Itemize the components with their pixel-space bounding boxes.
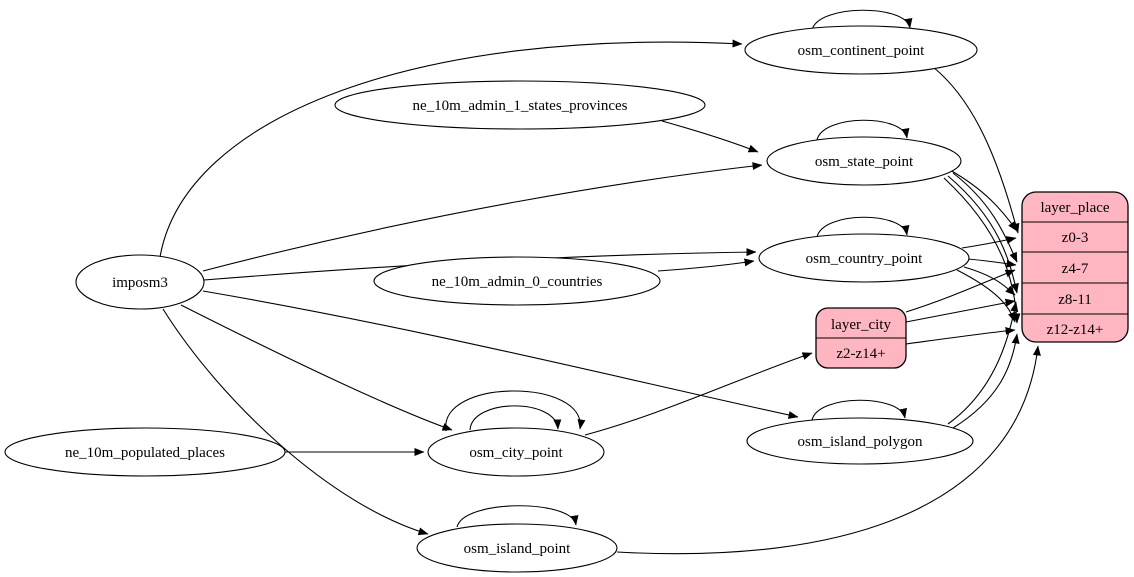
layer-place-title: layer_place [1040, 200, 1109, 216]
edge-ne-countries-country [657, 258, 755, 272]
edge-island-point-z12-z14 [616, 345, 1041, 555]
edge-imposm3-island-polygon [202, 290, 799, 419]
edge-island-polygon-z12-z14 [952, 333, 1020, 429]
edge-layer-city-z8-11 [905, 298, 1016, 323]
edge-state-z8-11 [947, 175, 1019, 294]
node-ne-10m-admin-0-countries: ne_10m_admin_0_countries [373, 256, 661, 306]
node-osm-island-point: osm_island_point [416, 523, 618, 573]
edge-continent-z0-3 [932, 66, 1020, 234]
ne-states-ellipse [334, 80, 706, 130]
node-osm-country-point: osm_country_point [758, 233, 970, 283]
island-point-ellipse [416, 523, 618, 573]
selfloop-continent [811, 9, 913, 31]
country-label: osm_country_point [806, 251, 923, 267]
city-ellipse [427, 427, 605, 477]
selfloop-island-point [456, 505, 579, 528]
edge-country-z8-11 [963, 266, 1016, 296]
node-osm-island-polygon: osm_island_polygon [746, 417, 974, 465]
edge-ne-states-state [661, 120, 759, 153]
node-layer-city: layer_city z2-z14+ [815, 307, 907, 369]
continent-label: osm_continent_point [798, 43, 925, 59]
node-osm-city-point: osm_city_point [427, 427, 605, 477]
layer-place-box [1021, 191, 1129, 343]
edge-imposm3-city [180, 304, 453, 431]
ne-places-label: ne_10m_populated_places [65, 445, 225, 461]
edge-state-z0-3 [949, 169, 1018, 232]
edge-city-layer-city [584, 352, 813, 436]
edge-imposm3-continent [159, 39, 743, 258]
island-polygon-ellipse [746, 417, 974, 465]
selfloop-city-inner [469, 405, 562, 431]
ne-countries-label: ne_10m_admin_0_countries [432, 274, 603, 290]
edge-imposm3-state [202, 162, 763, 272]
selfloop-country [816, 216, 910, 238]
selfloop-state [816, 119, 910, 141]
selfloop-island-polygon [811, 399, 907, 421]
node-imposm3: imposm3 [75, 254, 205, 310]
node-ne-10m-admin-1-states-provinces: ne_10m_admin_1_states_provinces [334, 80, 706, 130]
country-ellipse [758, 233, 970, 283]
island-polygon-label: osm_island_polygon [797, 434, 923, 450]
edge-layer-city-z12-z14 [905, 326, 1016, 345]
state-label: osm_state_point [815, 154, 914, 170]
imposm3-label: imposm3 [112, 275, 168, 291]
layer-city-row-z2-z14: z2-z14+ [836, 346, 885, 362]
edge-country-z12-z14 [956, 269, 1016, 323]
edge-layer-city-z4-7 [905, 269, 1016, 313]
city-label: osm_city_point [469, 445, 563, 461]
state-ellipse [766, 136, 962, 186]
node-layer-place: layer_place z0-3 z4-7 z8-11 z12-z14+ [1021, 191, 1129, 343]
edge-country-z0-3 [961, 236, 1017, 249]
selfloop-city-outer [445, 390, 586, 432]
ne-states-label: ne_10m_admin_1_states_provinces [413, 98, 628, 114]
ne-countries-ellipse [373, 256, 661, 306]
edge-island-polygon-z8-11 [947, 301, 1019, 425]
node-osm-state-point: osm_state_point [766, 136, 962, 186]
node-osm-continent-point: osm_continent_point [744, 25, 978, 75]
node-ne-10m-populated-places: ne_10m_populated_places [4, 427, 286, 477]
edge-imposm3-island-point [162, 308, 429, 536]
edge-group [159, 9, 1041, 555]
edge-country-z4-7 [967, 258, 1017, 268]
layer-place-row-z0-3: z0-3 [1062, 230, 1089, 246]
layer-place-row-z8-11: z8-11 [1058, 292, 1092, 308]
edge-state-z4-7 [952, 172, 1018, 263]
island-point-label: osm_island_point [464, 541, 572, 557]
imposm3-ellipse [75, 254, 205, 310]
ne-places-ellipse [4, 427, 286, 477]
layer-place-row-z12-z14: z12-z14+ [1047, 322, 1104, 338]
continent-ellipse [744, 25, 978, 75]
layer-city-title: layer_city [831, 317, 891, 333]
layer-place-row-z4-7: z4-7 [1062, 261, 1089, 277]
